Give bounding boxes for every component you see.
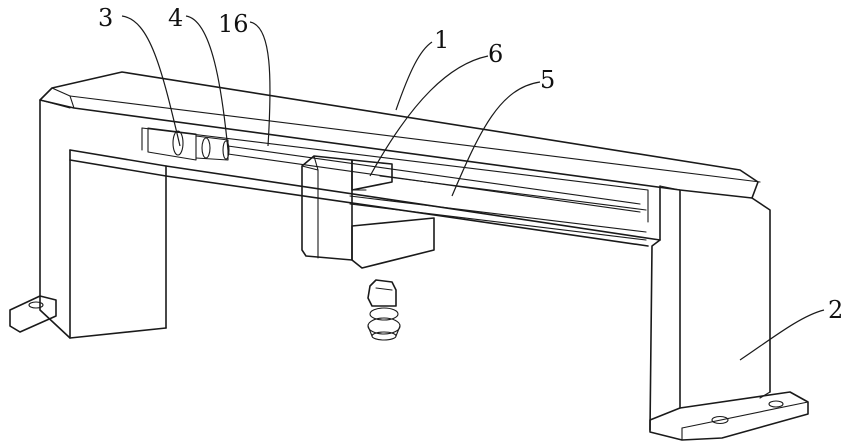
callout-1: 1 (434, 26, 449, 54)
leader-1 (395, 41, 433, 111)
leader-lines (121, 15, 825, 361)
left-leg (39, 99, 167, 339)
motor-and-coupling (147, 127, 230, 161)
top-beam (39, 71, 761, 199)
leader-6 (369, 55, 489, 177)
leader-2 (739, 309, 825, 361)
callout-4: 4 (168, 4, 183, 32)
right-base-plate (649, 391, 809, 441)
callout-5: 5 (540, 66, 555, 94)
sliding-carriage (301, 155, 435, 269)
right-leg (649, 185, 771, 431)
lead-screw (227, 145, 641, 213)
leader-4 (185, 15, 229, 151)
callout-3: 3 (98, 4, 113, 32)
callout-16: 16 (218, 10, 249, 38)
inner-frame (69, 127, 661, 247)
leader-16 (249, 21, 271, 147)
leader-3 (121, 15, 181, 147)
nozzle-tool (367, 279, 401, 341)
callouts: 3 4 16 1 6 5 2 (98, 4, 843, 324)
guide-rail (349, 175, 647, 241)
callout-6: 6 (488, 40, 503, 68)
left-base-plate (9, 295, 57, 333)
callout-2: 2 (828, 296, 843, 324)
leader-5 (451, 81, 541, 197)
